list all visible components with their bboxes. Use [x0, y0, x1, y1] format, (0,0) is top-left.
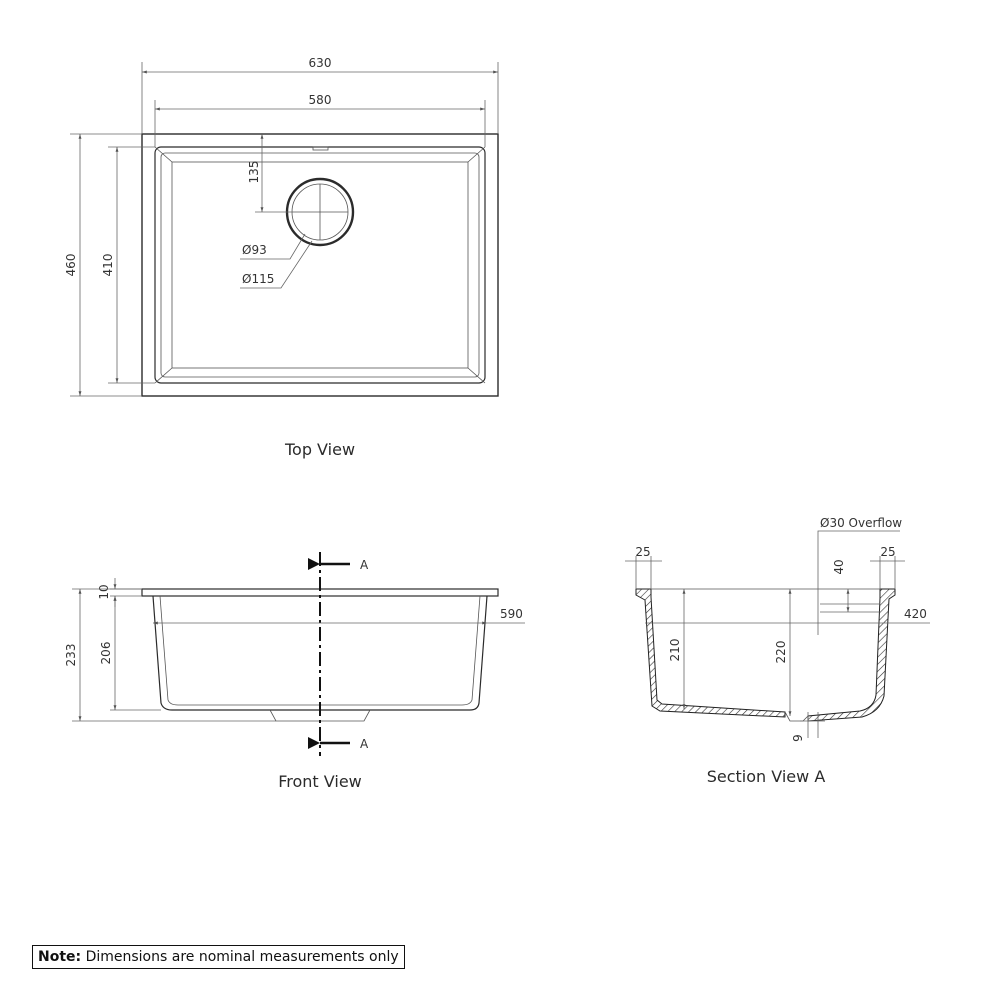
dim-bowl-height: 206 [99, 642, 113, 665]
section-marker-bottom: A [360, 737, 369, 751]
dim-base: 9 [791, 734, 805, 742]
front-view-caption: Front View [278, 772, 362, 791]
dim-waste-offset: 135 [247, 161, 261, 184]
dim-total-height: 233 [64, 644, 78, 667]
dim-right-flange: 25 [880, 545, 895, 559]
top-view-caption: Top View [284, 440, 355, 459]
section-left-wall [635, 588, 786, 718]
top-view: 630 580 460 410 135 Ø93 Ø115 Top View [64, 56, 499, 459]
overflow-slot [312, 146, 329, 151]
top-outer-outline [141, 133, 499, 397]
dim-inner-width: 420 [904, 607, 927, 621]
dim-waste-inner: Ø93 [242, 243, 267, 257]
note-text: Dimensions are nominal measurements only [81, 949, 399, 965]
section-right-wall [807, 588, 896, 722]
dim-bowl-depth: 410 [101, 254, 115, 277]
section-view-caption: Section View A [707, 767, 826, 786]
section-view: 25 25 Ø30 Overflow 40 420 210 220 9 Sect… [625, 516, 930, 786]
dim-rim: 10 [97, 584, 111, 599]
top-bowl-outline [154, 146, 486, 384]
note-box: Note: Dimensions are nominal measurement… [32, 945, 405, 969]
top-bowl-inner-outline [160, 152, 480, 378]
dim-overall-width: 630 [309, 56, 332, 70]
dim-overflow: Ø30 Overflow [820, 516, 902, 530]
front-view: A A 10 206 233 590 Front View [64, 552, 525, 791]
top-bowl-floor [171, 161, 469, 369]
section-waste [784, 711, 809, 722]
dim-bowl-width: 580 [309, 93, 332, 107]
dim-overflow-depth: 40 [832, 559, 846, 574]
dim-overall-depth: 460 [64, 254, 78, 277]
dim-front-width: 590 [500, 607, 523, 621]
dim-center-depth: 220 [774, 641, 788, 664]
dim-left-flange: 25 [635, 545, 650, 559]
note-label: Note: [38, 949, 82, 965]
overflow-leader [817, 530, 900, 635]
dim-waste-outer: Ø115 [242, 272, 274, 286]
dim-left-depth: 210 [668, 639, 682, 662]
section-marker-top: A [360, 558, 369, 572]
